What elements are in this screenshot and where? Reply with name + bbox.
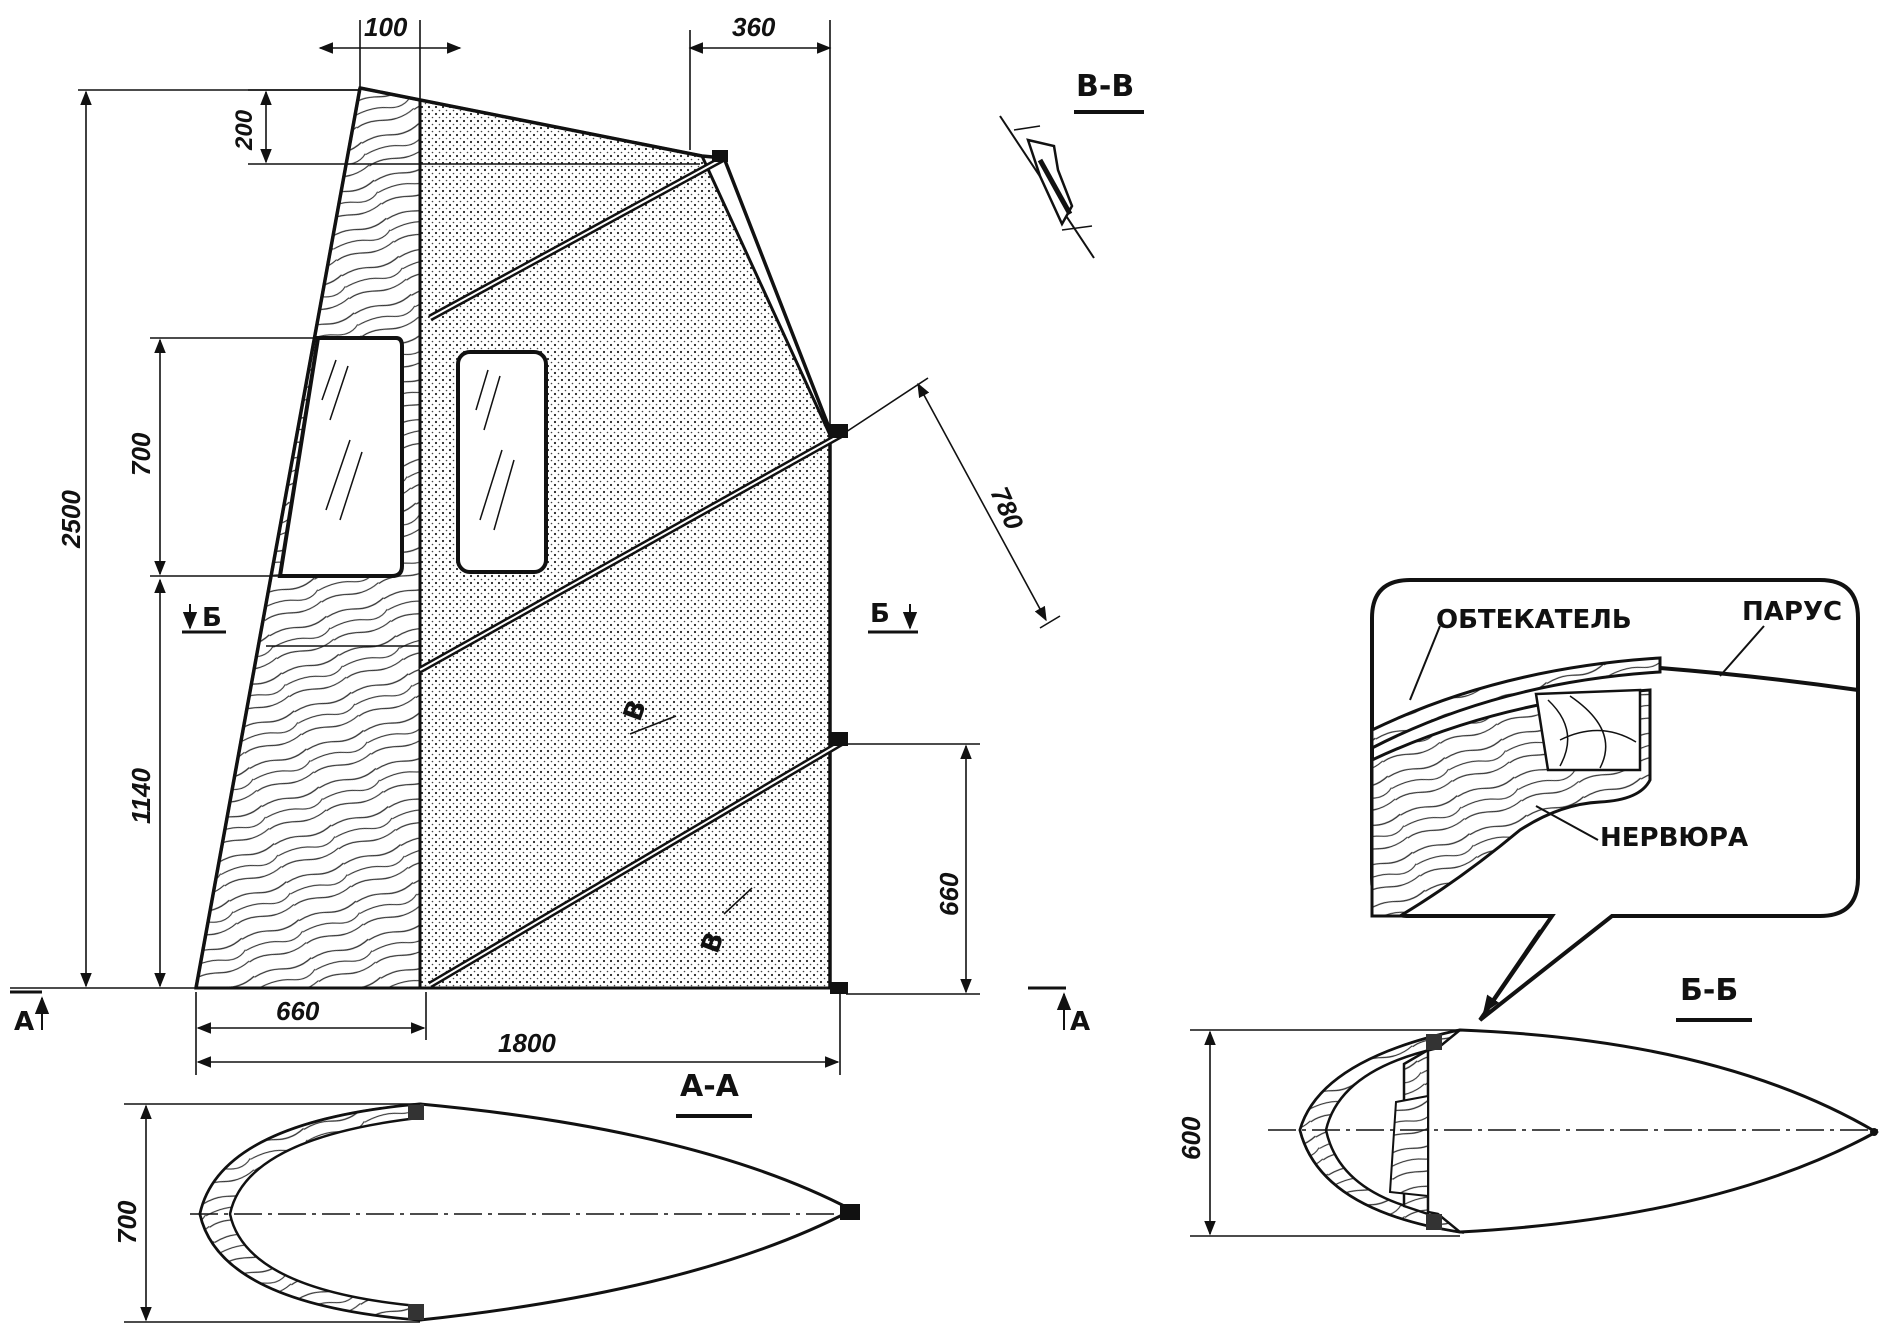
dimension-lines: 100 360 200 2500 700 1140 780 660 [10,12,1061,1075]
dim-780: 780 [985,482,1030,534]
section-marks: А А Б Б [10,599,1090,1037]
detail-callout: ОБТЕКАТЕЛЬ ПАРУС НЕРВЮРА [1370,578,1860,1022]
section-mark-a-left: А [14,1007,34,1037]
label-sail: ПАРУС [1742,597,1842,627]
dim-1140: 1140 [126,768,156,824]
section-mark-b-right: Б [870,599,890,629]
dim-200: 200 [231,109,258,151]
battens [418,150,848,994]
dim-1800: 1800 [498,1028,556,1058]
section-mark-b-left: Б [202,603,222,633]
dim-700-section: 700 [112,1200,142,1244]
sail-front-view: В В [194,86,848,994]
section-mark-a-right: А [1070,1007,1090,1037]
dim-700-window: 700 [126,432,156,476]
dim-660-bottom: 660 [276,996,320,1026]
label-fairing: ОБТЕКАТЕЛЬ [1436,605,1632,635]
section-bb: Б-Б 600 [1176,973,1880,1237]
dim-600-section: 600 [1176,1116,1206,1160]
section-aa: А-А 700 [112,1069,860,1323]
dim-360: 360 [732,12,776,42]
label-rib: НЕРВЮРА [1600,823,1748,853]
dim-660-right: 660 [934,872,964,916]
section-title-vv: В-В [1076,69,1134,104]
section-title-bb: Б-Б [1680,973,1738,1008]
dim-100: 100 [364,12,408,42]
left-window [277,336,404,578]
section-vv: В-В [999,69,1144,259]
dim-2500: 2500 [56,490,86,549]
right-window [456,350,548,574]
section-title-aa: А-А [680,1069,740,1104]
